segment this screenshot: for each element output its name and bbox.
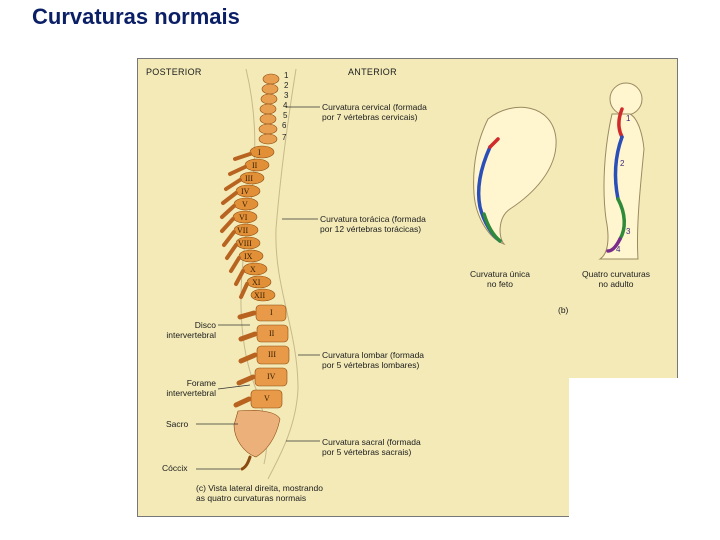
thoracic-numeral: VIII xyxy=(238,239,252,248)
thoracic-numeral: VI xyxy=(239,213,248,222)
adult-curve-number: 1 xyxy=(626,114,631,123)
thoracic-numeral: VII xyxy=(237,226,249,235)
blank-region xyxy=(569,378,678,517)
adult-curve-number: 2 xyxy=(620,159,625,168)
cervical-number: 2 xyxy=(284,81,289,90)
cervical-number: 7 xyxy=(282,133,287,142)
spinal-column xyxy=(220,73,290,471)
posterior-header: POSTERIOR xyxy=(146,67,202,77)
thoracic-numeral: X xyxy=(250,265,256,274)
cervical-number: 4 xyxy=(283,101,288,110)
cervical-number: 3 xyxy=(284,91,289,100)
lumbar-numeral: I xyxy=(270,308,273,317)
cervical-number: 5 xyxy=(283,111,288,120)
slide-title: Curvaturas normais xyxy=(32,4,240,29)
thoracic-numeral: III xyxy=(245,174,253,183)
thoracic-numeral: IX xyxy=(244,252,253,261)
spine-figure: POSTERIOR ANTERIOR 1 2 3 4 5 6 7 I II II… xyxy=(137,58,678,517)
coccyx-shape xyxy=(240,455,252,471)
thoracic-numeral: I xyxy=(258,148,261,157)
coccyx-label: Cóccix xyxy=(162,463,188,473)
sacrum-label: Sacro xyxy=(166,419,189,429)
panel-b-label: (b) xyxy=(558,305,569,315)
front-outline xyxy=(267,68,299,480)
thoracic-numeral: XI xyxy=(252,278,261,287)
cervical-number: 6 xyxy=(282,121,287,130)
lumbar-numeral: V xyxy=(264,394,270,403)
fetus-silhouette xyxy=(473,106,557,246)
lumbar-numeral: IV xyxy=(267,372,276,381)
thoracic-numeral: XII xyxy=(254,291,266,300)
spine-illustration xyxy=(196,68,645,480)
anterior-header: ANTERIOR xyxy=(348,67,397,77)
lumbar-numeral: III xyxy=(268,350,276,359)
thoracic-numeral: IV xyxy=(241,187,250,196)
adult-silhouette xyxy=(598,82,645,260)
sacrum-shape xyxy=(233,409,281,458)
adult-curve-number: 4 xyxy=(616,245,621,254)
adult-curve-number: 3 xyxy=(626,227,631,236)
thoracic-numeral: II xyxy=(252,161,258,170)
cervical-number: 1 xyxy=(284,71,289,80)
thoracic-numeral: V xyxy=(242,200,248,209)
lumbar-numeral: II xyxy=(269,329,275,338)
